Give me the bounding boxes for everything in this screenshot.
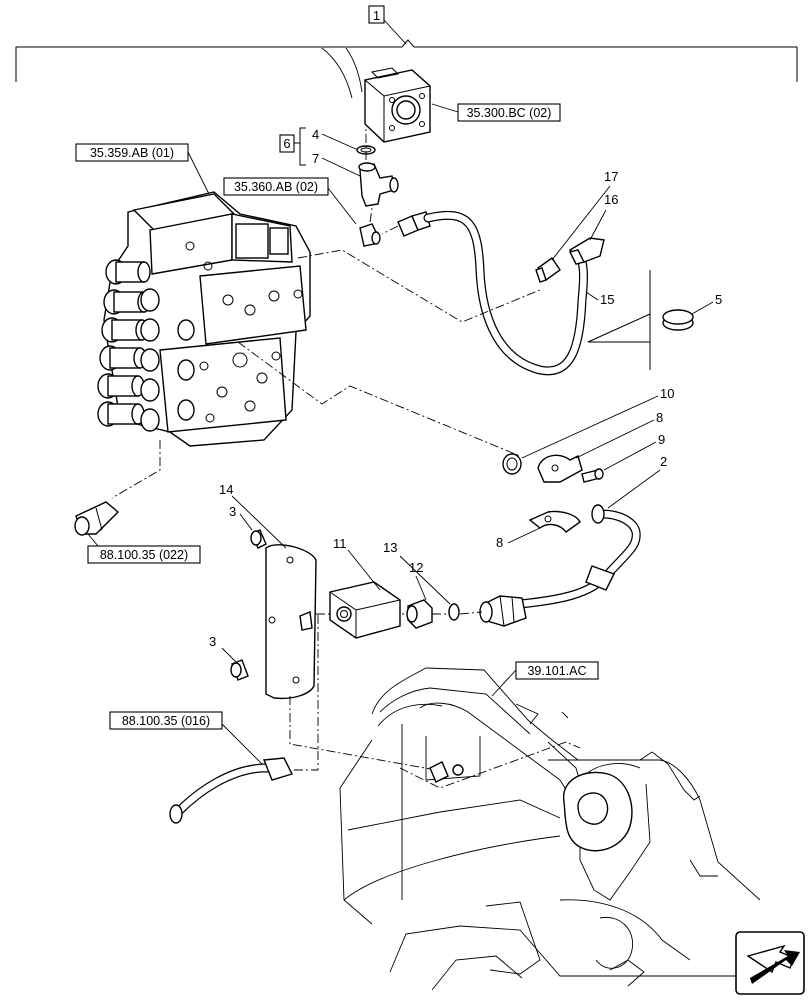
ref-39-101-ac[interactable]: 39.101.AC <box>491 661 599 697</box>
hose-2 <box>479 504 641 627</box>
svg-text:35.359.AB (01): 35.359.AB (01) <box>90 146 174 160</box>
callout-17: 17 <box>604 169 618 184</box>
callout-2: 2 <box>660 454 667 469</box>
callout-14: 14 <box>219 482 233 497</box>
machine-frame <box>339 667 761 991</box>
ref-88-100-35-022[interactable]: 88.100.35 (022) <box>87 533 201 564</box>
callout-4: 4 <box>312 127 319 142</box>
bolt-3-bottom <box>230 659 249 681</box>
bolt-9 <box>581 468 604 483</box>
o-ring-4 <box>356 145 376 155</box>
ref-35-360-ab[interactable]: 35.360.AB (02) <box>223 177 357 225</box>
svg-text:6: 6 <box>283 136 290 151</box>
control-valve <box>97 191 311 447</box>
ref-88-100-35-016[interactable]: 88.100.35 (016) <box>109 711 263 765</box>
group-bracket: 1 <box>15 5 798 82</box>
callout-8-top: 8 <box>656 410 663 425</box>
block-11 <box>329 581 401 639</box>
adapter-17 <box>535 257 561 283</box>
svg-text:35.360.AB (02): 35.360.AB (02) <box>234 180 318 194</box>
clamp-half-8-bottom <box>528 510 581 533</box>
valve-spools <box>97 259 195 432</box>
bolt-3-top <box>250 529 267 549</box>
callout-3-bottom: 3 <box>209 634 216 649</box>
clamp-half-8-top <box>537 454 583 483</box>
bracket-14 <box>265 544 317 700</box>
ref-35-300-bc[interactable]: 35.300.BC (02) <box>431 103 561 122</box>
callout-13: 13 <box>383 540 397 555</box>
o-ring-13 <box>448 603 460 621</box>
flange-block <box>321 47 431 143</box>
snap-ring-10 <box>502 453 522 475</box>
callout-11: 11 <box>333 536 347 551</box>
callout-9: 9 <box>658 432 665 447</box>
tee-fitting-7 <box>358 128 399 207</box>
kit-bracket: 6 4 7 <box>279 127 361 177</box>
svg-text:88.100.35 (022): 88.100.35 (022) <box>100 548 188 562</box>
adapter-12 <box>406 599 433 629</box>
valve-ports <box>185 241 303 423</box>
arrow-navigation-icon[interactable] <box>735 931 805 995</box>
svg-text:39.101.AC: 39.101.AC <box>527 664 586 678</box>
callout-16: 16 <box>604 192 618 207</box>
callout-3-top: 3 <box>229 504 236 519</box>
svg-text:88.100.35 (016): 88.100.35 (016) <box>122 714 210 728</box>
svg-text:35.300.BC (02): 35.300.BC (02) <box>467 106 552 120</box>
pilot-hose <box>381 210 588 376</box>
callout-8-bottom: 8 <box>496 535 503 550</box>
elbow-fitting <box>359 207 381 247</box>
ref-35-359-ab[interactable]: 35.359.AB (01) <box>75 143 211 197</box>
cap-5 <box>662 309 694 331</box>
callout-5: 5 <box>715 292 722 307</box>
group-number: 1 <box>373 8 380 23</box>
callout-10: 10 <box>660 386 674 401</box>
sensor-16 <box>568 237 605 265</box>
callout-15: 15 <box>600 292 614 307</box>
callout-7: 7 <box>312 151 319 166</box>
callout-12: 12 <box>409 560 423 575</box>
pipe-88-016 <box>169 614 319 824</box>
plug-88-022 <box>74 501 120 536</box>
